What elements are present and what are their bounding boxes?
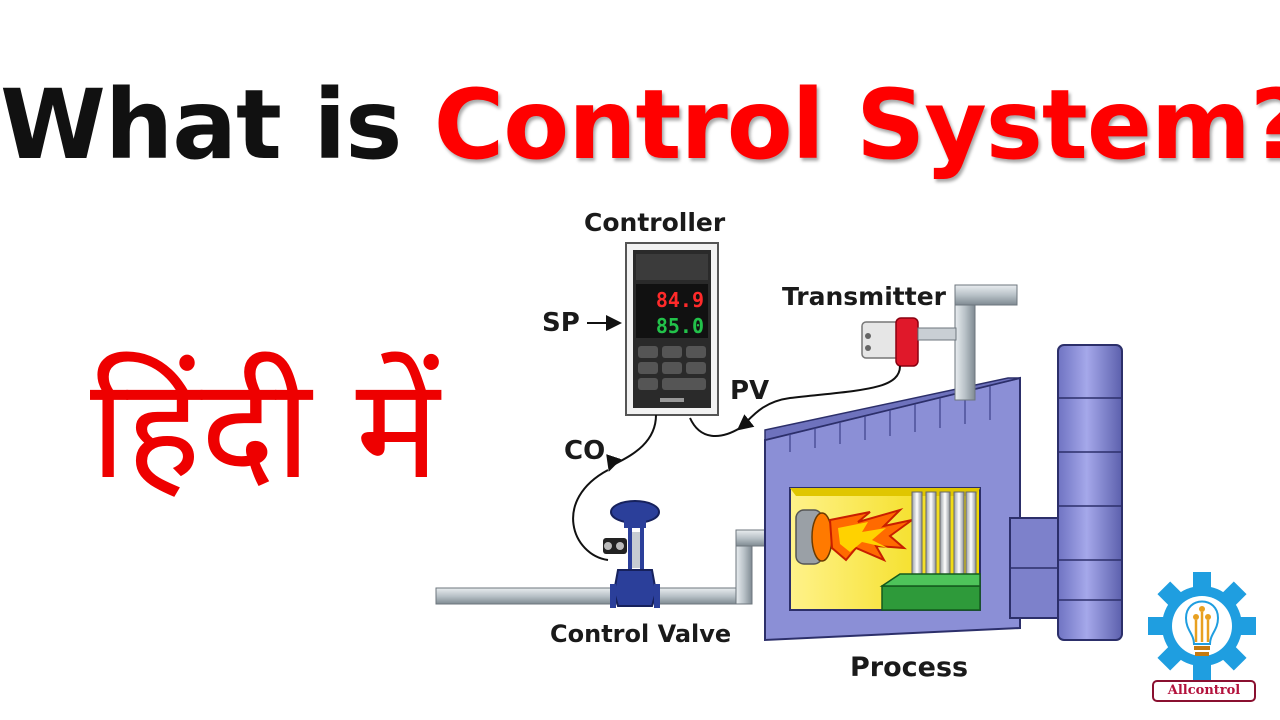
hindi-subtitle: हिंदी में: [90, 348, 440, 511]
furnace-icon: [764, 376, 1021, 642]
page-title: What is Control System?: [0, 60, 1280, 190]
outlet-pipe: [954, 284, 1018, 401]
allcontrol-gear-logo-icon: [1148, 572, 1256, 680]
controller-sp-readout: 85.0: [656, 314, 704, 338]
label-co: CO: [564, 436, 606, 466]
controller-icon: [625, 242, 719, 416]
control-valve-icon: [603, 500, 660, 608]
label-process: Process: [850, 652, 969, 683]
title-highlight: Control System?: [433, 69, 1280, 181]
co-arrow: [606, 414, 657, 472]
transmitter-icon: [861, 317, 957, 367]
controller-pv-readout: 84.9: [656, 288, 704, 312]
co-wire-to-valve: [572, 469, 609, 561]
pv-arrow: [736, 365, 901, 431]
pv-wire-to-controller: [689, 417, 741, 438]
title-prefix: What is: [0, 69, 402, 181]
allcontrol-logo-text: Allcontrol: [1152, 680, 1256, 702]
label-sp: SP: [542, 308, 580, 338]
inlet-pipe: [435, 529, 773, 605]
stack-icon: [1009, 344, 1123, 641]
label-pv: PV: [730, 376, 770, 406]
label-controller: Controller: [584, 208, 726, 237]
signal-wires: [572, 315, 901, 561]
label-control-valve: Control Valve: [550, 620, 732, 648]
label-transmitter: Transmitter: [782, 282, 946, 311]
